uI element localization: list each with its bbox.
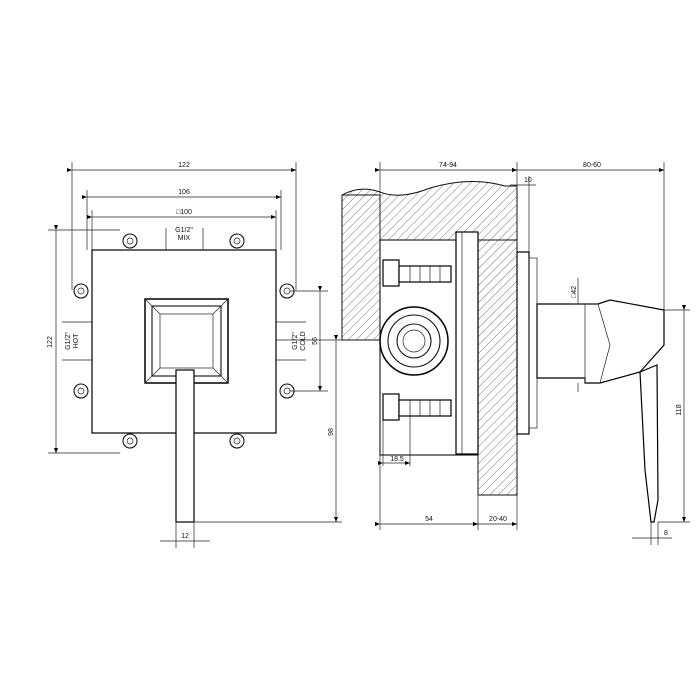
dim-lever-tip: 8 <box>632 522 672 545</box>
label-wall-depth: 74-94 <box>439 162 457 169</box>
wall-left-block <box>341 194 381 341</box>
dim-port-offset: 18.5 <box>378 416 411 466</box>
dim-front-overall-width: 122 <box>67 162 297 290</box>
dim-cold-port: G1/2" COLD <box>276 321 307 361</box>
label-front-plate-width: □100 <box>176 209 192 216</box>
label-hot: HOT <box>73 333 80 349</box>
label-cold-port: G1/2" <box>292 332 299 350</box>
wall-section-right <box>477 239 518 496</box>
dim-lever-square: □42 <box>570 278 598 392</box>
label-front-body-width: 106 <box>178 189 190 196</box>
label-front-overall-width: 122 <box>178 162 190 169</box>
mounting-flange <box>455 231 479 455</box>
dim-body-depth: 54 <box>375 455 479 530</box>
front-view: 122 106 □100 G1/2" MIX 122 <box>47 162 342 548</box>
dim-wall-depth: 74-94 <box>375 162 518 240</box>
label-lever-length: 98 <box>328 428 335 436</box>
central-outlet <box>379 306 449 376</box>
label-lever-tip: 8 <box>664 530 668 537</box>
label-lever-height: 118 <box>676 404 683 415</box>
label-port-offset: 18.5 <box>390 456 404 463</box>
lower-port <box>382 393 452 421</box>
dim-mix-port: G1/2" MIX <box>165 227 204 250</box>
label-lever-width: 12 <box>181 533 189 540</box>
label-front-overall-height: 122 <box>47 336 54 348</box>
label-mix-port: G1/2" <box>175 227 193 234</box>
lever <box>175 369 195 523</box>
dim-port-spacing: 56 <box>290 286 328 392</box>
dim-front-body-width: 106 <box>82 189 282 250</box>
dim-projection: 80-60 <box>512 162 665 310</box>
dim-front-overall-height: 122 <box>47 225 120 454</box>
dim-plaster-range: 20-40 <box>473 495 518 530</box>
dim-lever-height: 118 <box>658 305 690 523</box>
dim-hot-port: G1/2" HOT <box>62 321 92 361</box>
dim-lever-width: 12 <box>160 522 210 548</box>
label-projection: 80-60 <box>583 162 601 169</box>
label-offset: 10 <box>524 177 532 184</box>
label-lever-square: □42 <box>571 286 578 298</box>
side-view: 74-94 80-60 10 □42 118 <box>341 162 690 545</box>
label-body-depth: 54 <box>425 516 433 523</box>
label-mix: MIX <box>178 235 191 242</box>
label-port-spacing: 56 <box>312 337 319 345</box>
label-cold: COLD <box>300 331 307 350</box>
label-plaster-range: 20-40 <box>489 516 507 523</box>
upper-port <box>382 259 452 287</box>
wall-section-upper <box>341 180 518 341</box>
dim-offset: 10 <box>510 176 536 252</box>
dim-lever-length: 98 <box>194 335 342 523</box>
side-lever <box>639 364 659 523</box>
side-cover-plate <box>516 251 530 435</box>
label-hot-port: G1/2" <box>65 332 72 350</box>
